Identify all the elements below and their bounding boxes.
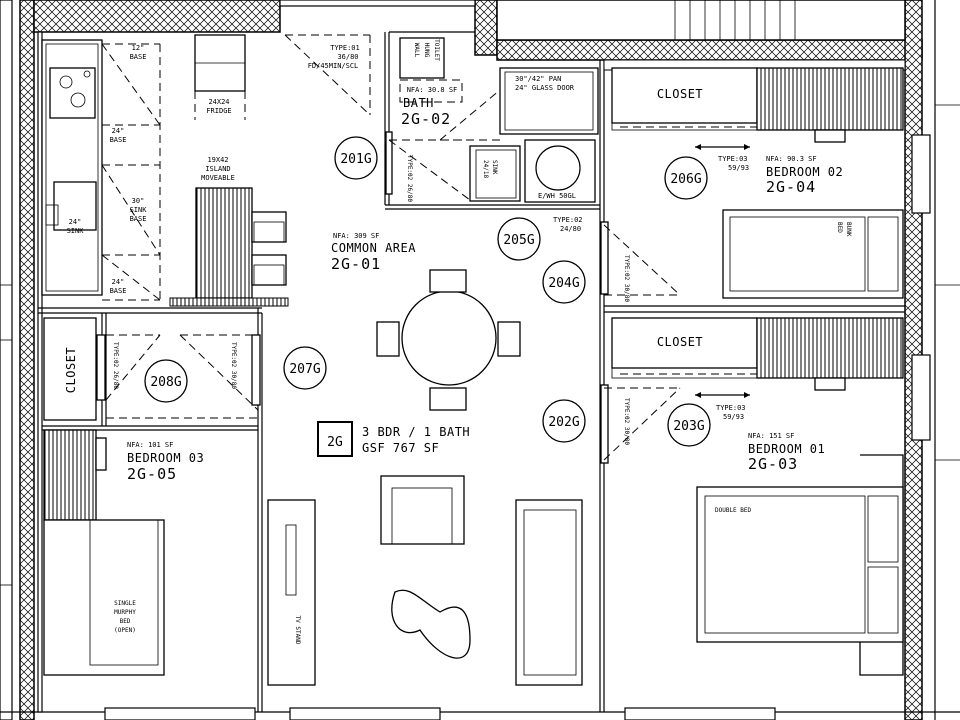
- bedroom02-name: BEDROOM 02: [766, 165, 843, 179]
- door-tag-201: 201G: [340, 152, 371, 167]
- bedroom02-door-note: TYPE:02 30/80: [623, 255, 630, 302]
- bath-number: 2G-02: [401, 110, 451, 128]
- door-tag-204: 204G: [548, 276, 579, 291]
- bedroom03-name: BEDROOM 03: [127, 451, 204, 465]
- common-number: 2G-01: [331, 255, 381, 273]
- entry-door-type: TYPE:01: [330, 44, 360, 52]
- bedroom-01: CLOSET TYPE:03 59/93 NFA: 151 SF BEDROOM…: [600, 317, 904, 676]
- bedroom-03: CLOSET TYPE:02 26/80 TYPE:02 30/80 NFA: …: [43, 317, 261, 676]
- bath-nfa: NFA: 30.8 SF: [407, 86, 458, 94]
- bedroom03-nfa: NFA: 101 SF: [127, 441, 173, 449]
- bath-sink-label: SINK: [491, 160, 498, 175]
- bunk-bed-label-2: BED: [836, 222, 843, 233]
- unit-gsf: GSF 767 SF: [362, 441, 439, 455]
- double-bed-label: DOUBLE BED: [715, 507, 752, 514]
- closet-top-right-label: CLOSET: [657, 87, 703, 101]
- base-24b-label-2: BASE: [110, 287, 127, 295]
- bedroom01-nfa: NFA: 151 SF: [748, 432, 794, 440]
- door-tag-203: 203G: [673, 419, 704, 434]
- bath-door-note: TYPE:02 26/80: [406, 155, 413, 202]
- bathroom: WALL HUNG TOILET NFA: 30.8 SF BATH 2G-02…: [385, 37, 599, 203]
- d205-door-type: TYPE:02: [553, 216, 583, 224]
- sink-label: 24": [69, 218, 82, 226]
- bedroom02-number: 2G-04: [766, 178, 816, 196]
- kitchen-fixture-labels: 12" BASE 24" BASE 30" SINK BASE 24" SINK…: [67, 44, 148, 295]
- door-tag-206: 206G: [670, 172, 701, 187]
- interior-walls: [37, 31, 906, 713]
- door-tag-202: 202G: [548, 415, 579, 430]
- fridge: 24X24 FRIDGE: [194, 34, 246, 120]
- common-area: NFA: 309 SF COMMON AREA 2G-01 2G 3 BDR /…: [267, 232, 583, 686]
- sink-label-2: SINK: [67, 227, 85, 235]
- bedroom01-door-type: TYPE:03: [716, 404, 746, 412]
- murphy-bed-label-4: (OPEN): [114, 627, 136, 634]
- entry-door-size: 36/80: [337, 53, 358, 61]
- bedroom02-nfa: NFA: 90.3 SF: [766, 155, 817, 163]
- water-heater-label: E/WH 50GL: [538, 192, 576, 200]
- bedroom01-number: 2G-03: [748, 455, 798, 473]
- fridge-label: 24X24: [208, 98, 229, 106]
- door-tag-207: 207G: [289, 362, 320, 377]
- pan-label-2: 24" GLASS DOOR: [515, 84, 575, 92]
- base-12-label-2: BASE: [130, 53, 147, 61]
- island-label: 19X42: [207, 156, 228, 164]
- common-name: COMMON AREA: [331, 241, 416, 255]
- bedroom02-door-size: 59/93: [728, 164, 749, 172]
- tv-stand-label: TV STAND: [294, 616, 301, 645]
- bath-sink-label-2: 24/18: [482, 160, 489, 178]
- island-label-2: ISLAND: [205, 165, 230, 173]
- bedroom01-door-note: TYPE:02 30/80: [623, 398, 630, 445]
- bedroom01-door-size: 59/93: [723, 413, 744, 421]
- base-24-label: 24": [112, 127, 125, 135]
- pan-label: 30"/42" PAN: [515, 75, 561, 83]
- door-tag-208: 208G: [150, 375, 181, 390]
- murphy-bed-label-3: BED: [120, 618, 131, 625]
- island-label-3: MOVEABLE: [201, 174, 235, 182]
- entry-door-rating: FD/45MIN/SCL: [308, 62, 359, 70]
- bedroom02-door-type: TYPE:03: [718, 155, 748, 163]
- common-nfa: NFA: 309 SF: [333, 232, 379, 240]
- d205-door-size: 24/80: [560, 225, 581, 233]
- sink-base-label-2: SINK: [130, 206, 148, 214]
- unit-summary: 3 BDR / 1 BATH: [362, 425, 470, 439]
- base-24b-label: 24": [112, 278, 125, 286]
- unit-code: 2G: [327, 435, 343, 450]
- sink-base-label: 30": [132, 197, 145, 205]
- door-tag-205: 205G: [503, 233, 534, 248]
- toilet-label-2: HUNG: [423, 43, 430, 58]
- bedroom-02: CLOSET TYPE:03 59/93 NFA: 90.3 SF BEDROO…: [540, 67, 904, 302]
- common-door-note: TYPE:02 30/80: [230, 342, 237, 389]
- sink-base-label-3: BASE: [130, 215, 147, 223]
- bedroom01-name: BEDROOM 01: [748, 442, 825, 456]
- murphy-bed-label: SINGLE: [114, 600, 136, 607]
- murphy-bed-label-2: MURPHY: [114, 609, 136, 616]
- base-12-label: 12": [132, 44, 145, 52]
- bedroom03-door-note: TYPE:02 26/80: [112, 342, 119, 389]
- bedroom03-number: 2G-05: [127, 465, 177, 483]
- entry-door: TYPE:01 36/80 FD/45MIN/SCL: [284, 34, 371, 116]
- base-24-label-2: BASE: [110, 136, 127, 144]
- closet-left-label: CLOSET: [64, 347, 78, 393]
- closet-mid-right-label: CLOSET: [657, 335, 703, 349]
- kitchen-counter: [41, 39, 161, 301]
- bunk-bed-label: BUNK: [845, 222, 852, 237]
- toilet-label-3: TOILET: [433, 39, 440, 61]
- bath-name: BATH: [403, 96, 434, 110]
- door-tags: 201G 205G 204G 206G 207G 208G 202G 203G: [144, 136, 711, 447]
- toilet-label: WALL: [413, 43, 420, 58]
- island: 19X42 ISLAND MOVEABLE: [169, 156, 289, 307]
- fridge-label-2: FRIDGE: [206, 107, 231, 115]
